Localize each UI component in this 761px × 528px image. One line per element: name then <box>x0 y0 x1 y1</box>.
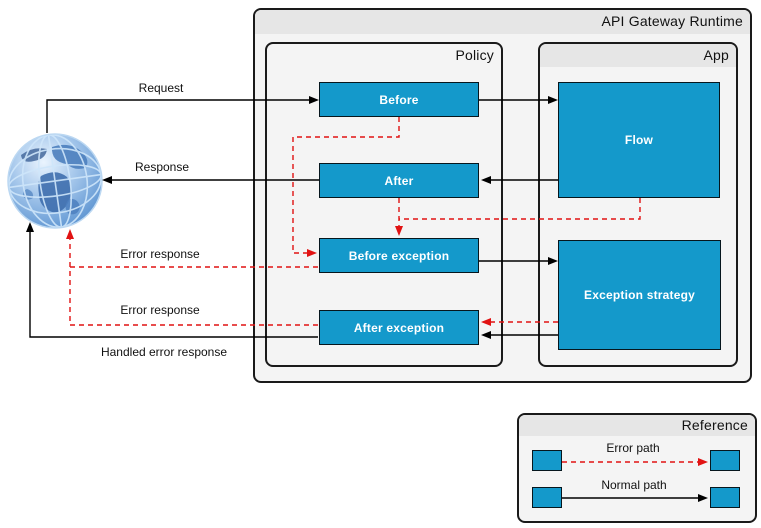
panel-title-reference: Reference <box>681 417 748 433</box>
legend-node <box>710 487 740 508</box>
legend-label-normal-path: Normal path <box>601 478 667 492</box>
node-before-exception: Before exception <box>319 238 479 273</box>
panel-header-strip <box>255 10 750 34</box>
edge-label-error-response-top: Error response <box>120 247 200 261</box>
panel-title-app: App <box>703 47 729 63</box>
panel-title-api-gateway-runtime: API Gateway Runtime <box>601 13 743 29</box>
edge-label-handled-error-response: Handled error response <box>100 345 228 359</box>
node-exception-strategy: Exception strategy <box>558 240 721 350</box>
node-after-exception: After exception <box>319 310 479 345</box>
node-flow: Flow <box>558 82 720 198</box>
panel-header-strip <box>519 415 755 436</box>
node-after: After <box>319 163 479 198</box>
legend-node <box>532 487 562 508</box>
legend-node <box>710 450 740 471</box>
legend-label-error-path: Error path <box>606 441 660 455</box>
edge-label-request: Request <box>138 81 184 95</box>
legend-node <box>532 450 562 471</box>
globe-icon <box>7 133 103 229</box>
edge-label-error-response-bottom: Error response <box>120 303 200 317</box>
node-before: Before <box>319 82 479 117</box>
panel-title-policy: Policy <box>455 47 494 63</box>
panel-header-strip <box>540 44 736 67</box>
edge-label-response: Response <box>134 160 190 174</box>
